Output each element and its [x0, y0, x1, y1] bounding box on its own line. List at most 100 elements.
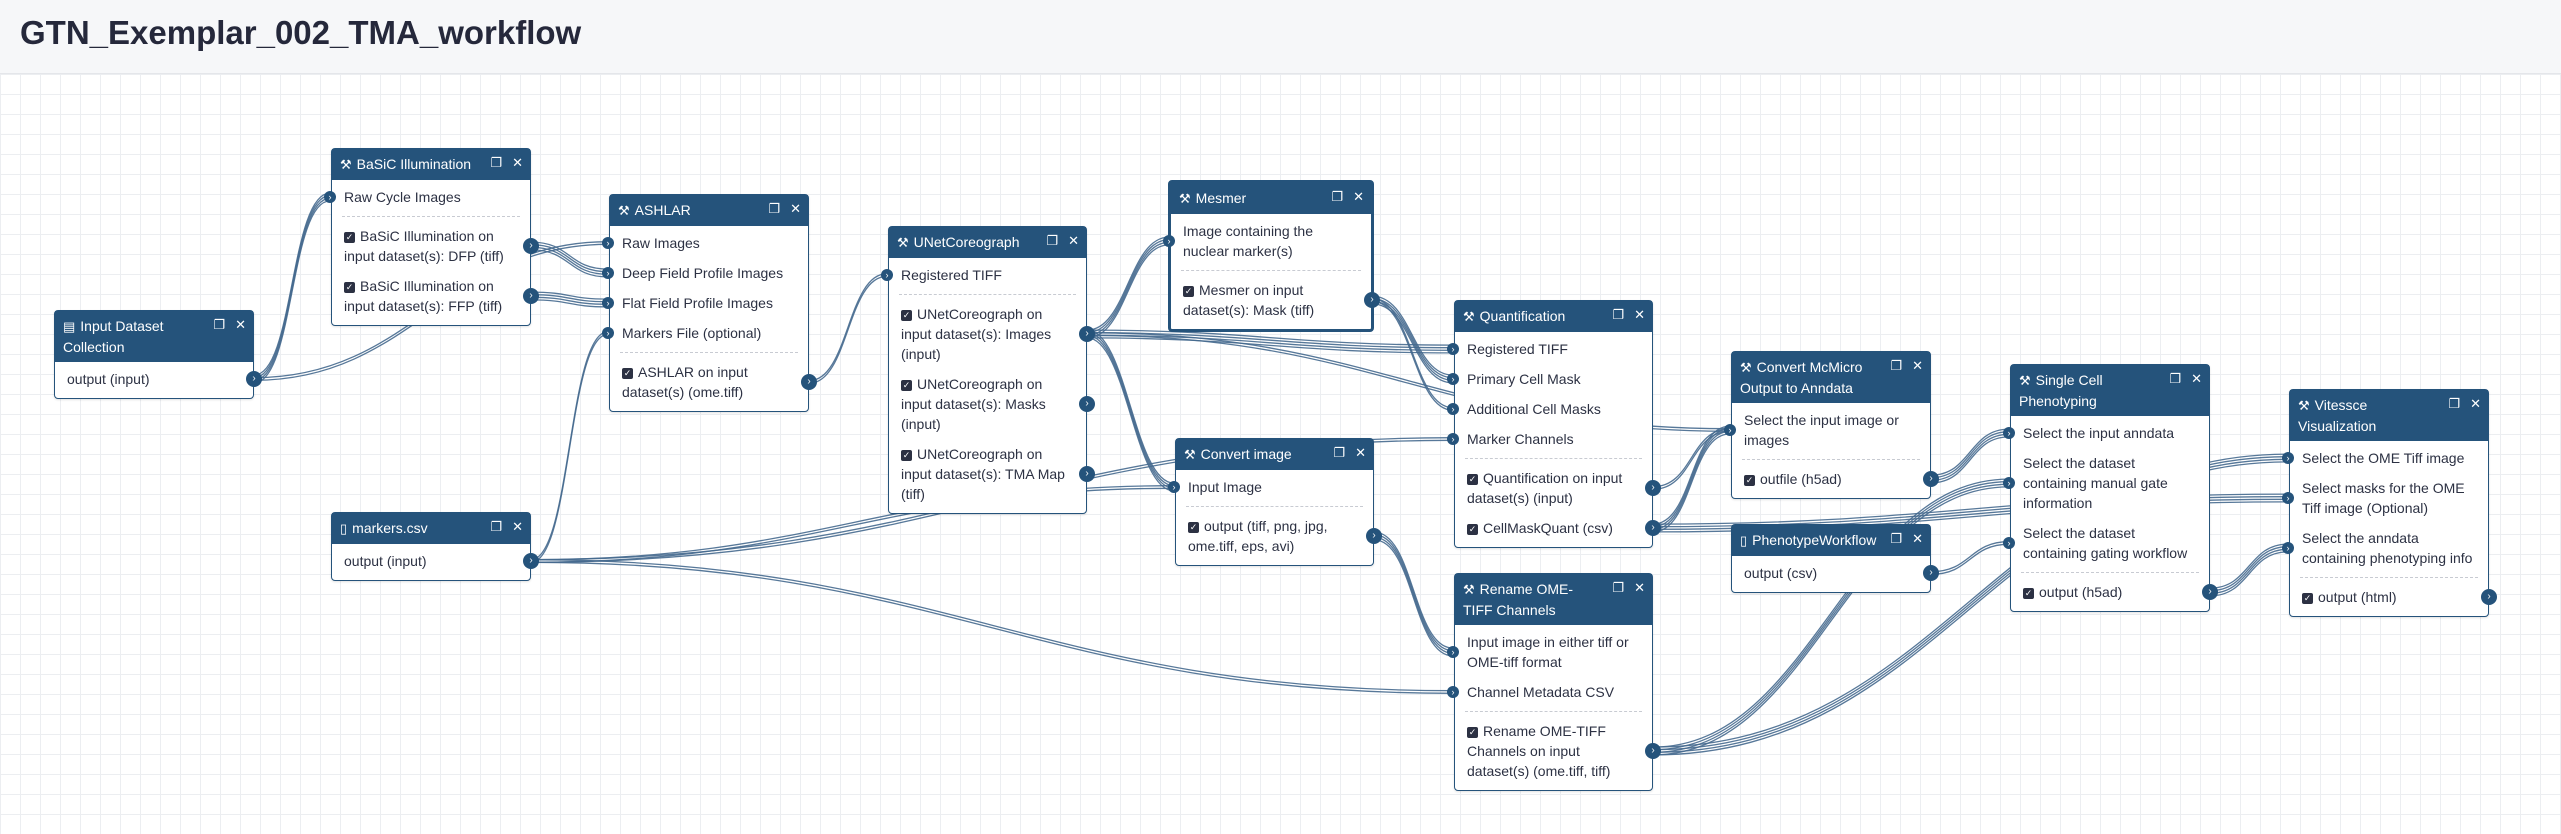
node-output[interactable]: ✓CellMaskQuant (csv)›: [1455, 513, 1661, 543]
input-terminal[interactable]: ›: [2003, 477, 2015, 489]
node-output[interactable]: ✓output (html)›: [2290, 582, 2497, 612]
node-output[interactable]: ✓UNetCoreograph on input dataset(s): Ima…: [889, 299, 1095, 369]
checkbox-checked-icon[interactable]: ✓: [1467, 727, 1478, 738]
close-icon[interactable]: ✕: [2470, 396, 2481, 411]
output-terminal[interactable]: ›: [523, 238, 539, 254]
output-terminal[interactable]: ›: [1364, 292, 1380, 308]
node-header[interactable]: ⚒Rename OME-TIFF Channels❐✕: [1455, 574, 1652, 625]
output-terminal[interactable]: ›: [1079, 396, 1095, 412]
copy-icon[interactable]: ❐: [1046, 233, 1059, 248]
node-rename-ome-tiff[interactable]: ⚒Rename OME-TIFF Channels❐✕›Input image …: [1447, 573, 1661, 791]
checkbox-checked-icon[interactable]: ✓: [344, 282, 355, 293]
copy-icon[interactable]: ❐: [1612, 580, 1625, 595]
input-terminal[interactable]: ›: [1447, 646, 1459, 658]
input-terminal[interactable]: ›: [1447, 343, 1459, 355]
close-icon[interactable]: ✕: [1068, 233, 1079, 248]
input-terminal[interactable]: ›: [1447, 433, 1459, 445]
node-convert-mcmicro[interactable]: ⚒Convert McMicro Output to Anndata❐✕›Sel…: [1724, 351, 1939, 499]
output-terminal[interactable]: ›: [523, 553, 539, 569]
node-header[interactable]: ⚒ASHLAR❐✕: [610, 195, 808, 226]
output-terminal[interactable]: ›: [246, 371, 262, 387]
close-icon[interactable]: ✕: [1912, 358, 1923, 373]
node-output[interactable]: ✓UNetCoreograph on input dataset(s): Mas…: [889, 369, 1095, 439]
node-output[interactable]: ✓BaSiC Illumination on input dataset(s):…: [332, 221, 539, 271]
close-icon[interactable]: ✕: [1634, 307, 1645, 322]
node-output[interactable]: ✓Quantification on input dataset(s) (inp…: [1455, 463, 1661, 513]
node-output[interactable]: ✓ASHLAR on input dataset(s) (ome.tiff)›: [610, 357, 817, 407]
input-terminal[interactable]: ›: [2282, 542, 2294, 554]
input-terminal[interactable]: ›: [881, 269, 893, 281]
node-single-cell-phenotyping[interactable]: ⚒Single Cell Phenotyping❐✕›Select the in…: [2003, 364, 2218, 612]
input-terminal[interactable]: ›: [602, 237, 614, 249]
copy-icon[interactable]: ❐: [1612, 307, 1625, 322]
node-output[interactable]: ✓output (tiff, png, jpg, ome.tiff, eps, …: [1176, 511, 1382, 561]
output-terminal[interactable]: ›: [1645, 743, 1661, 759]
output-terminal[interactable]: ›: [801, 374, 817, 390]
node-quantification[interactable]: ⚒Quantification❐✕›Registered TIFF›Primar…: [1447, 300, 1661, 548]
node-input-collection[interactable]: ▤Input Dataset Collection❐✕output (input…: [54, 310, 262, 399]
close-icon[interactable]: ✕: [1355, 445, 1366, 460]
copy-icon[interactable]: ❐: [768, 201, 781, 216]
node-markers-csv[interactable]: ▯markers.csv❐✕output (input)›: [331, 512, 539, 581]
output-terminal[interactable]: ›: [1923, 565, 1939, 581]
node-convert-image[interactable]: ⚒Convert image❐✕›Input Image✓output (tif…: [1168, 438, 1382, 566]
close-icon[interactable]: ✕: [2191, 371, 2202, 386]
input-terminal[interactable]: ›: [2003, 427, 2015, 439]
node-output[interactable]: ✓BaSiC Illumination on input dataset(s):…: [332, 271, 539, 321]
input-terminal[interactable]: ›: [2282, 492, 2294, 504]
copy-icon[interactable]: ❐: [1331, 189, 1344, 204]
node-header[interactable]: ▯markers.csv❐✕: [332, 513, 530, 544]
checkbox-checked-icon[interactable]: ✓: [344, 232, 355, 243]
checkbox-checked-icon[interactable]: ✓: [901, 310, 912, 321]
input-terminal[interactable]: ›: [1163, 235, 1175, 247]
node-unetcoreograph[interactable]: ⚒UNetCoreograph❐✕›Registered TIFF✓UNetCo…: [881, 226, 1095, 514]
output-terminal[interactable]: ›: [1923, 471, 1939, 487]
close-icon[interactable]: ✕: [1634, 580, 1645, 595]
input-terminal[interactable]: ›: [1724, 424, 1736, 436]
node-output[interactable]: output (input)›: [55, 364, 262, 394]
copy-icon[interactable]: ❐: [490, 155, 503, 170]
node-header[interactable]: ⚒Single Cell Phenotyping❐✕: [2011, 365, 2209, 416]
input-terminal[interactable]: ›: [602, 297, 614, 309]
input-terminal[interactable]: ›: [1447, 686, 1459, 698]
output-terminal[interactable]: ›: [1645, 480, 1661, 496]
output-terminal[interactable]: ›: [1645, 520, 1661, 536]
node-header[interactable]: ⚒BaSiC Illumination❐✕: [332, 149, 530, 180]
node-vitessce[interactable]: ⚒Vitessce Visualization❐✕›Select the OME…: [2282, 389, 2497, 617]
copy-icon[interactable]: ❐: [2448, 396, 2461, 411]
node-header[interactable]: ⚒Quantification❐✕: [1455, 301, 1652, 332]
node-header[interactable]: ⚒Convert McMicro Output to Anndata❐✕: [1732, 352, 1930, 403]
checkbox-checked-icon[interactable]: ✓: [1467, 524, 1478, 535]
node-header[interactable]: ▤Input Dataset Collection❐✕: [55, 311, 253, 362]
checkbox-checked-icon[interactable]: ✓: [1467, 474, 1478, 485]
checkbox-checked-icon[interactable]: ✓: [1744, 475, 1755, 486]
node-output[interactable]: ✓UNetCoreograph on input dataset(s): TMA…: [889, 439, 1095, 509]
close-icon[interactable]: ✕: [512, 155, 523, 170]
node-output[interactable]: ✓Mesmer on input dataset(s): Mask (tiff)…: [1171, 275, 1380, 325]
output-terminal[interactable]: ›: [1079, 326, 1095, 342]
close-icon[interactable]: ✕: [790, 201, 801, 216]
close-icon[interactable]: ✕: [235, 317, 246, 332]
close-icon[interactable]: ✕: [512, 519, 523, 534]
checkbox-checked-icon[interactable]: ✓: [2302, 593, 2313, 604]
node-header[interactable]: ⚒UNetCoreograph❐✕: [889, 227, 1086, 258]
copy-icon[interactable]: ❐: [1333, 445, 1346, 460]
checkbox-checked-icon[interactable]: ✓: [901, 450, 912, 461]
input-terminal[interactable]: ›: [2282, 452, 2294, 464]
input-terminal[interactable]: ›: [1447, 373, 1459, 385]
output-terminal[interactable]: ›: [1079, 466, 1095, 482]
input-terminal[interactable]: ›: [602, 267, 614, 279]
checkbox-checked-icon[interactable]: ✓: [901, 380, 912, 391]
copy-icon[interactable]: ❐: [1890, 531, 1903, 546]
node-mesmer[interactable]: ⚒Mesmer❐✕›Image containing the nuclear m…: [1163, 180, 1380, 332]
input-terminal[interactable]: ›: [602, 327, 614, 339]
checkbox-checked-icon[interactable]: ✓: [1183, 286, 1194, 297]
output-terminal[interactable]: ›: [2202, 584, 2218, 600]
close-icon[interactable]: ✕: [1353, 189, 1364, 204]
node-phenotypeworkflow[interactable]: ▯PhenotypeWorkflow❐✕output (csv)›: [1731, 524, 1939, 593]
output-terminal[interactable]: ›: [2481, 589, 2497, 605]
node-output[interactable]: output (csv)›: [1732, 558, 1939, 588]
output-terminal[interactable]: ›: [523, 288, 539, 304]
copy-icon[interactable]: ❐: [2169, 371, 2182, 386]
copy-icon[interactable]: ❐: [213, 317, 226, 332]
